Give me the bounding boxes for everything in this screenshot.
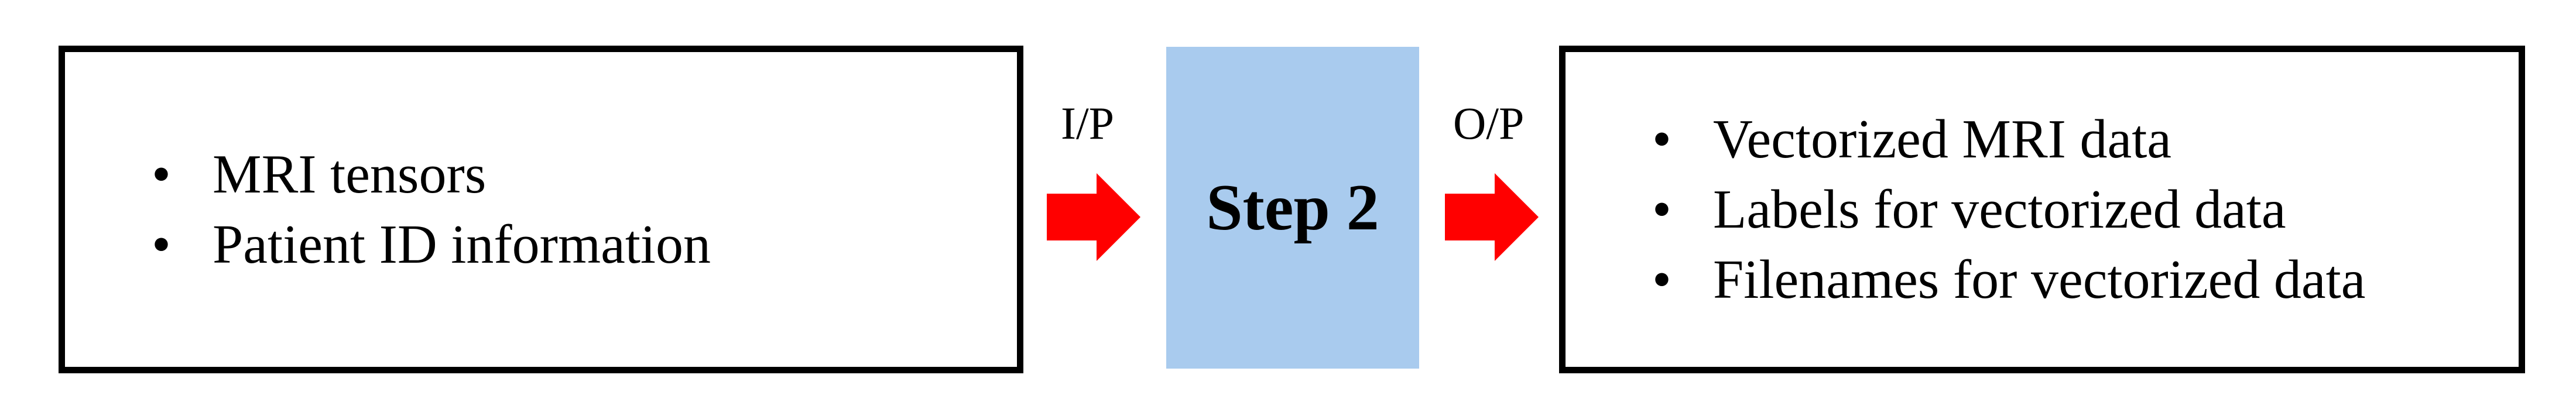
input-label: I/P (1061, 98, 1115, 149)
output-arrow-icon (1445, 173, 1539, 261)
output-item-vectorized-mri-data: Vectorized MRI data (1652, 104, 2365, 174)
output-item-filenames: Filenames for vectorized data (1652, 245, 2366, 315)
output-list: Vectorized MRI data Labels for vectorize… (1652, 104, 2366, 315)
input-box: MRI tensors Patient ID information (59, 46, 1023, 373)
output-item-labels: Labels for vectorized data (1652, 174, 2365, 245)
input-list: MRI tensors Patient ID information (152, 139, 711, 280)
input-arrow-icon (1047, 173, 1140, 261)
step-box: Step 2 (1166, 47, 1419, 369)
output-label: O/P (1453, 98, 1525, 149)
output-box: Vectorized MRI data Labels for vectorize… (1559, 46, 2525, 373)
step-label: Step 2 (1206, 171, 1379, 244)
input-item-mri-tensors: MRI tensors (152, 139, 711, 209)
input-item-patient-id: Patient ID information (152, 209, 711, 280)
